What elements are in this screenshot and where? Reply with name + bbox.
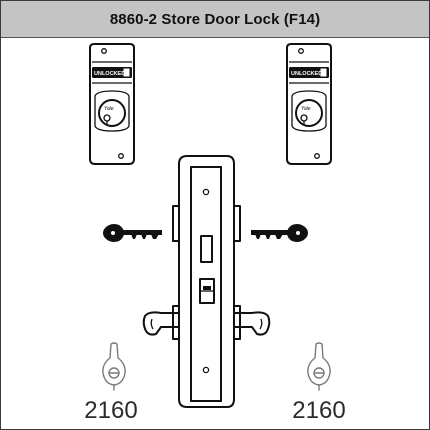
right-key-icon (251, 224, 308, 242)
left-indicator-text: UNLOCKED (94, 71, 125, 77)
lower-screw-icon (202, 366, 210, 374)
right-escutcheon-icon: UNLOCKED Yale (286, 43, 332, 165)
left-indicator-icon (92, 67, 132, 78)
left-thumbturn-number: 2160 (84, 397, 137, 424)
page-title: 8860-2 Store Door Lock (F14) (109, 10, 321, 28)
mortise-lock-body (172, 155, 241, 408)
left-escutcheon-icon: UNLOCKED Yale (89, 43, 135, 165)
right-lever-icon (233, 311, 271, 336)
left-lever-icon (142, 311, 180, 336)
left-thumbturn-icon (102, 342, 126, 391)
upper-screw-icon (202, 188, 210, 196)
right-brand-text: Yale (301, 106, 311, 112)
right-indicator-icon (289, 67, 329, 78)
right-thumbturn-icon (307, 342, 331, 391)
latch-bolt (200, 235, 213, 263)
right-cylinder-icon (295, 99, 323, 127)
left-key-icon (103, 224, 162, 242)
right-indicator-text: UNLOCKED (291, 71, 322, 77)
left-cylinder-icon (98, 99, 126, 127)
left-brand-text: Yale (104, 106, 114, 112)
title-bar: 8860-2 Store Door Lock (F14) (1, 1, 429, 38)
right-thumbturn-number: 2160 (292, 397, 345, 424)
